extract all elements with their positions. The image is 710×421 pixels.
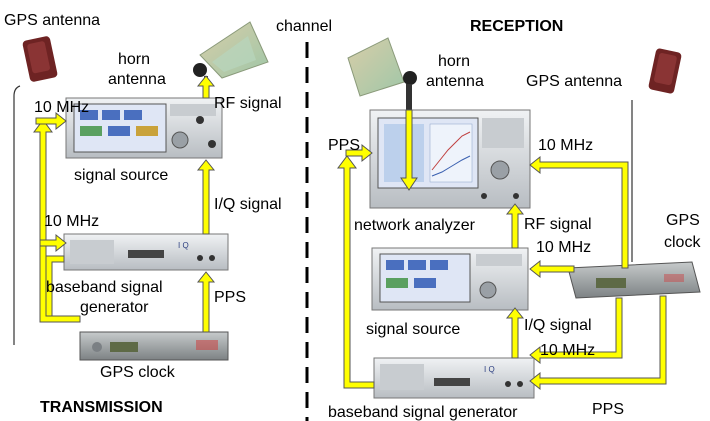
tx-rf-signal-label: RF signal xyxy=(214,95,282,112)
tx-horn-label-2: antenna xyxy=(108,71,166,88)
rx-signal-source xyxy=(371,247,529,311)
rx-signal-source-label: signal source xyxy=(366,321,460,338)
transmission-heading: TRANSMISSION xyxy=(40,399,163,416)
signal-arrows xyxy=(33,75,667,391)
rx-pps-top-arrow xyxy=(345,143,373,163)
tx-signal-source xyxy=(65,97,223,159)
rx-pps-left xyxy=(337,155,375,389)
tx-horn-label-1: horn xyxy=(118,51,150,68)
rx-10mhz-bottom-label: 10 MHz xyxy=(540,342,595,359)
tx-pps-label: PPS xyxy=(214,289,246,306)
rx-horn-label-2: antenna xyxy=(426,73,484,90)
svg-text:I Q: I Q xyxy=(178,241,189,250)
rx-network-analyzer xyxy=(369,109,531,209)
svg-text:I Q: I Q xyxy=(484,365,495,374)
rx-gps-clock-label-2: clock xyxy=(664,234,701,251)
tx-signal-source-label: signal source xyxy=(74,167,168,184)
tx-baseband-generator: I Q xyxy=(63,233,229,271)
tx-horn-antenna xyxy=(193,21,269,98)
rx-rf-arrow xyxy=(505,203,525,249)
rx-pps-bottom-label: PPS xyxy=(592,401,624,418)
tx-gps-clock xyxy=(79,331,229,361)
tx-baseband-label-2: generator xyxy=(80,299,149,316)
rx-baseband-generator: I Q xyxy=(373,357,535,399)
rx-horn-antenna xyxy=(347,37,417,110)
tx-10mhz-top-label: 10 MHz xyxy=(34,99,89,116)
tx-10mhz-top-arrow xyxy=(35,111,67,131)
rx-gps-antenna-label: GPS antenna xyxy=(526,73,622,90)
rx-10mhz-mid xyxy=(529,259,575,279)
rx-iq-arrow xyxy=(505,307,525,359)
tx-10mhz-mid-arrow xyxy=(39,233,67,253)
rx-rf-signal-label: RF signal xyxy=(524,216,592,233)
tx-iq-signal-label: I/Q signal xyxy=(214,196,282,213)
tx-loop xyxy=(45,255,65,317)
tx-gps-clock-label: GPS clock xyxy=(100,364,176,381)
rx-horn-down-arrow xyxy=(400,109,418,191)
rx-gps-clock xyxy=(567,100,701,299)
rx-gps-clock-label-1: GPS xyxy=(666,212,700,229)
rx-network-analyzer-label: network analyzer xyxy=(354,217,476,234)
rx-10mhz-top-label: 10 MHz xyxy=(538,137,593,154)
rx-gps-antenna xyxy=(648,48,682,94)
rx-horn-label-1: horn xyxy=(438,53,470,70)
rx-pps-right xyxy=(529,295,667,391)
tx-baseband-label-1: baseband signal xyxy=(46,279,163,296)
tx-iq-arrow xyxy=(196,159,216,235)
channel-label: channel xyxy=(276,18,332,35)
rx-10mhz-top xyxy=(529,155,629,269)
rx-baseband-label: baseband signal generator xyxy=(328,404,518,421)
rx-10mhz-bottom xyxy=(529,297,623,365)
rx-iq-signal-label: I/Q signal xyxy=(524,317,592,334)
rx-pps-top-label: PPS xyxy=(328,137,360,154)
tx-pps-arrow xyxy=(196,271,216,333)
tx-rf-arrow xyxy=(196,75,216,99)
tx-10mhz-mid-label: 10 MHz xyxy=(44,213,99,230)
tx-gps-antenna-label: GPS antenna xyxy=(4,12,100,29)
rx-10mhz-mid-label: 10 MHz xyxy=(536,239,591,256)
tx-gps-antenna xyxy=(13,36,58,345)
reception-heading: RECEPTION xyxy=(470,18,563,35)
